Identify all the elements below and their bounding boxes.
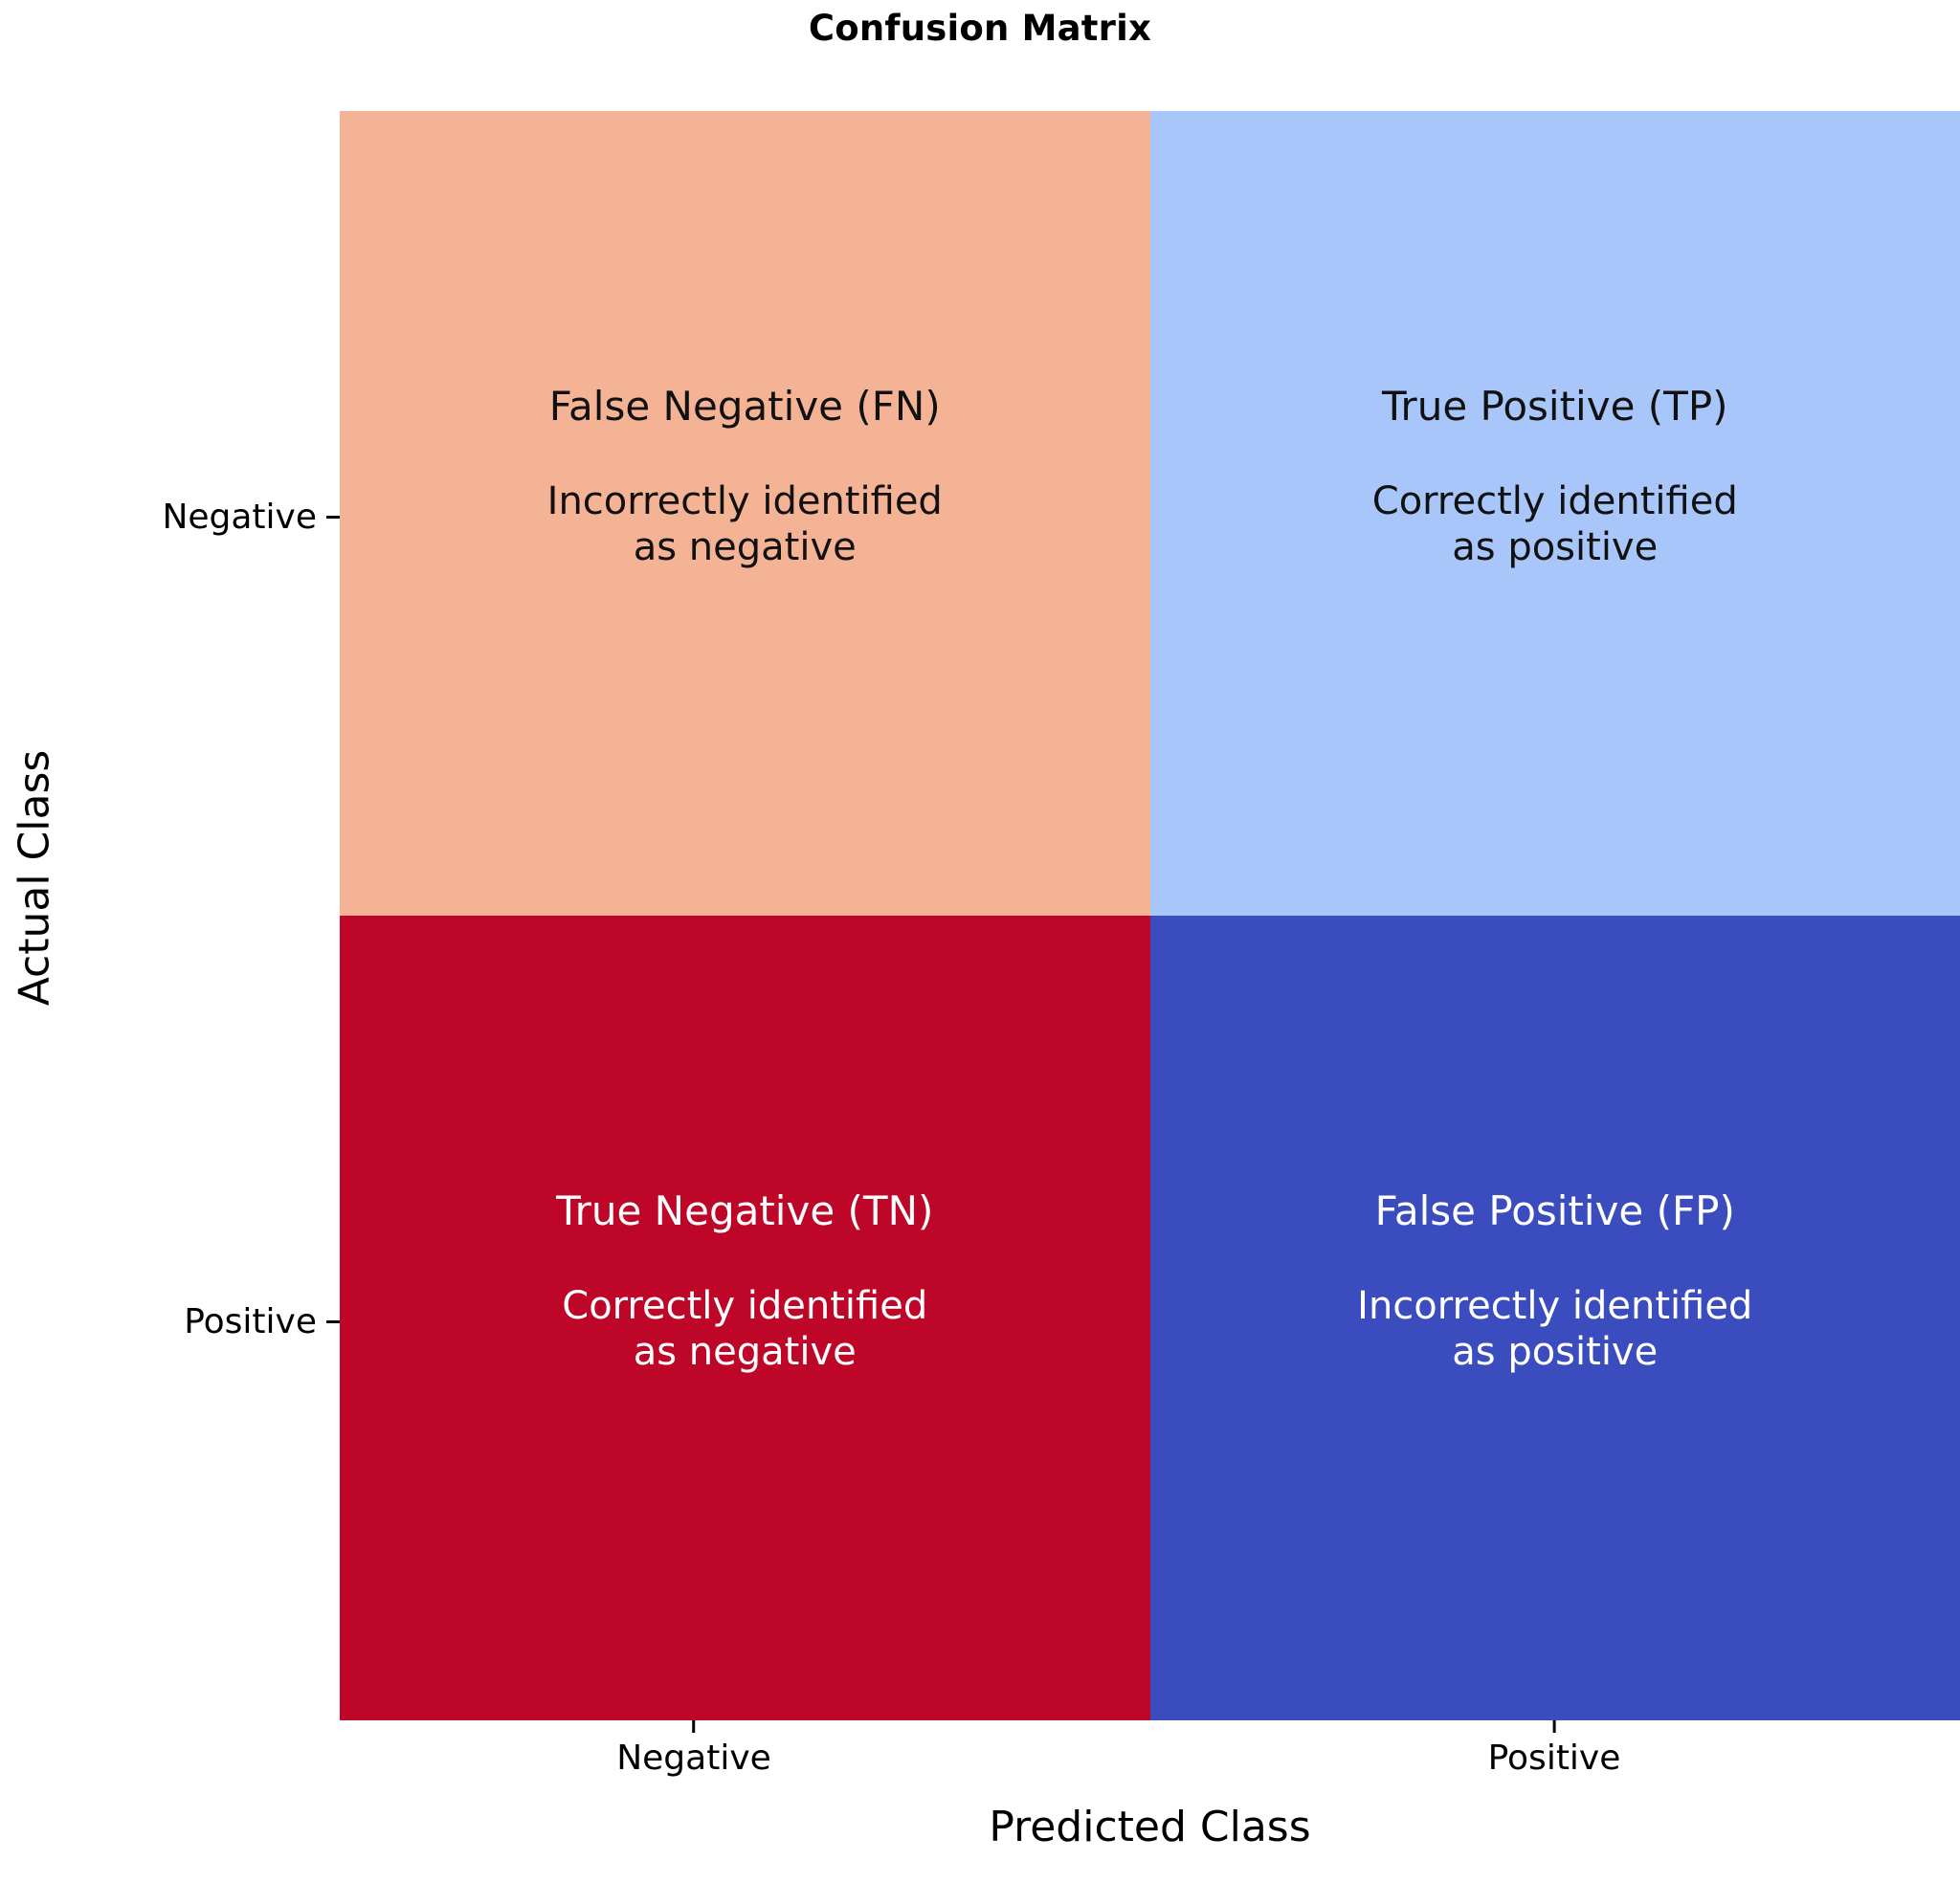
confusion-matrix-plot: False Negative (FN) Incorrectly identifi… <box>340 111 1960 1720</box>
x-axis-tick-negative-label: Negative <box>616 1739 771 1778</box>
y-axis-tick-mark-icon <box>326 1319 340 1323</box>
cell-label-false-positive: False Positive (FP) <box>1374 1187 1735 1235</box>
y-axis-tick-negative: Negative <box>0 494 340 540</box>
x-axis-tick-positive-label: Positive <box>1487 1739 1621 1778</box>
matrix-cell-false-positive[interactable]: False Positive (FP) Incorrectly identifi… <box>1149 916 1960 1720</box>
cell-label-false-negative: False Negative (FN) <box>548 383 941 431</box>
page-title: Confusion Matrix <box>808 8 1152 49</box>
y-axis-tick-mark-icon <box>326 515 340 519</box>
x-axis-title: Predicted Class <box>989 1803 1311 1851</box>
cell-label-true-negative: True Negative (TN) <box>556 1187 934 1235</box>
y-axis-tick-negative-label: Negative <box>162 497 317 537</box>
cell-label-true-positive: True Positive (TP) <box>1381 383 1728 431</box>
matrix-cell-true-positive[interactable]: True Positive (TP) Correctly identified … <box>1149 111 1960 916</box>
x-axis-tick-mark-icon <box>692 1720 696 1733</box>
y-axis-tick-positive-label: Positive <box>184 1301 317 1341</box>
cell-description-false-positive: Incorrectly identified as positive <box>1357 1284 1753 1374</box>
cell-description-true-negative: Correctly identified as negative <box>562 1284 928 1374</box>
matrix-cell-false-negative[interactable]: False Negative (FN) Incorrectly identifi… <box>340 111 1150 916</box>
x-axis-tick-mark-icon <box>1552 1720 1556 1733</box>
cell-description-false-negative: Incorrectly identified as negative <box>546 479 943 569</box>
cell-description-true-positive: Correctly identified as positive <box>1371 479 1738 569</box>
x-axis-tick-negative: Negative <box>616 1720 771 1778</box>
x-axis-tick-positive: Positive <box>1487 1720 1621 1778</box>
matrix-cell-true-negative[interactable]: True Negative (TN) Correctly identified … <box>340 916 1150 1720</box>
y-axis-title: Actual Class <box>10 749 59 1007</box>
y-axis-tick-positive: Positive <box>0 1298 340 1344</box>
